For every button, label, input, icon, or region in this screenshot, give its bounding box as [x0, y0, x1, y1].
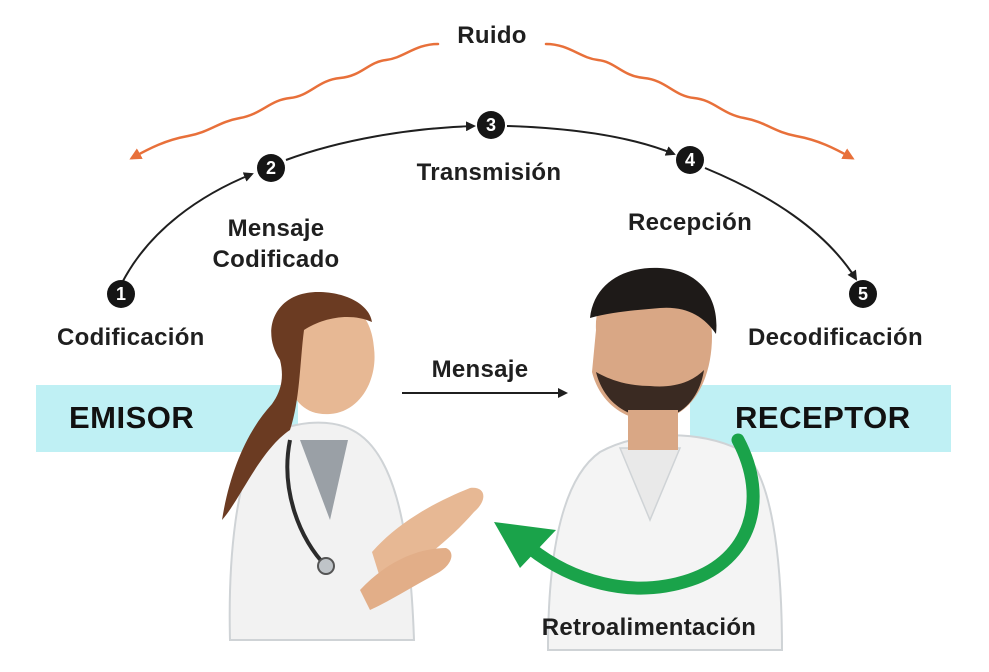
step-node-3: 3	[477, 111, 505, 139]
message-label: Mensaje	[431, 356, 529, 383]
step-node-2: 2	[257, 154, 285, 182]
step-label-transmision: Transmisión	[416, 159, 562, 186]
noise-wave-right	[544, 42, 855, 160]
arc-2-3	[285, 121, 476, 161]
sender-label: EMISOR	[69, 400, 195, 435]
step-label-codificacion: Codificación	[57, 324, 205, 351]
arc-1-2	[122, 172, 254, 282]
step-node-4: 4	[676, 146, 704, 174]
feedback-arrow	[523, 433, 760, 595]
receiver-label: RECEPTOR	[735, 400, 911, 435]
receiver-illustration	[546, 267, 784, 651]
feedback-label: Retroalimentación	[541, 614, 757, 641]
step-node-1: 1	[107, 280, 135, 308]
feedback-arrowhead	[494, 522, 556, 568]
step-label-mensaje-codificado-line2: Codificado	[212, 246, 340, 273]
step-node-5: 5	[849, 280, 877, 308]
noise-wave-left	[129, 42, 440, 160]
step-label-mensaje-codificado-line1: Mensaje	[227, 215, 325, 242]
sender-illustration	[222, 292, 484, 641]
step-label-decodificacion: Decodificación	[748, 324, 923, 351]
step-label-recepcion: Recepción	[627, 209, 753, 236]
noise-label: Ruido	[457, 22, 527, 49]
arc-3-4	[506, 125, 676, 156]
arc-4-5	[704, 167, 858, 281]
